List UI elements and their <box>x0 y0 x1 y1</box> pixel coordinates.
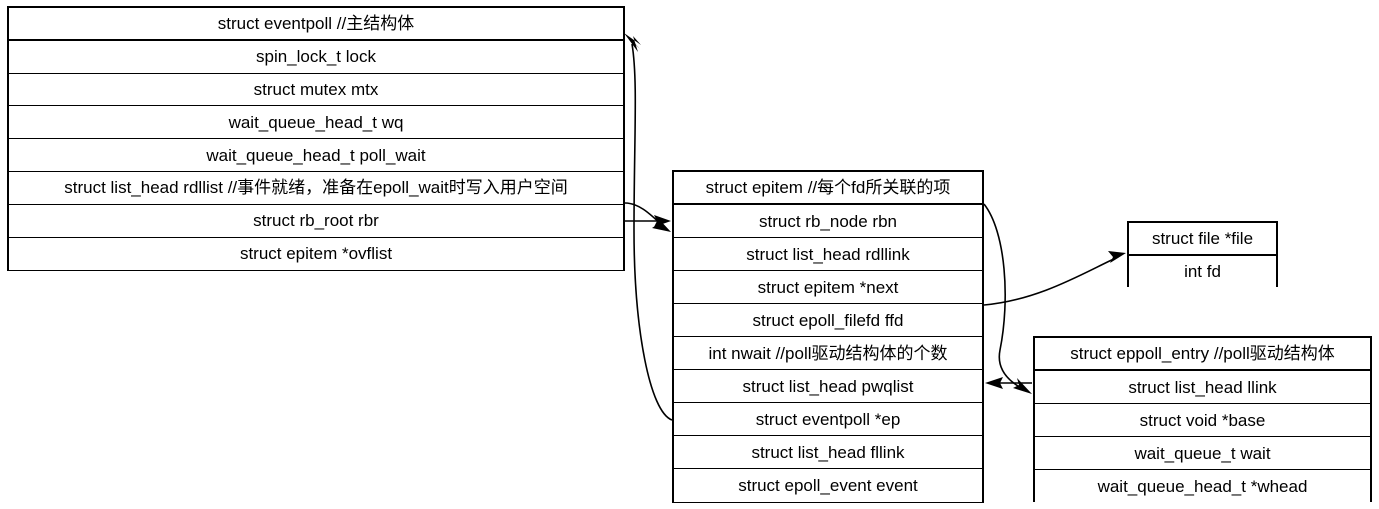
struct-field-epitem-4: int nwait //poll驱动结构体的个数 <box>674 337 982 370</box>
struct-field-eventpoll-4: struct list_head rdllist //事件就绪，准备在epoll… <box>9 171 623 205</box>
struct-header-eppoll-entry: struct eppoll_entry //poll驱动结构体 <box>1035 338 1370 371</box>
struct-box-eppoll-entry: struct eppoll_entry //poll驱动结构体 struct l… <box>1033 336 1372 503</box>
struct-box-epitem: struct epitem //每个fd所关联的项 struct rb_node… <box>672 170 984 503</box>
struct-field-file-0: int fd <box>1129 255 1276 288</box>
struct-field-eventpoll-1: struct mutex mtx <box>9 73 623 107</box>
connector-rdllist-to-rdllink-icon <box>624 202 671 232</box>
struct-field-epitem-3: struct epoll_filefd ffd <box>674 304 982 337</box>
struct-field-eppoll-entry-0: struct list_head llink <box>1035 371 1370 404</box>
connector-eppoll-to-pwqlist-icon <box>985 377 1032 389</box>
connector-rbr-to-rbn-icon <box>625 215 671 227</box>
struct-field-eppoll-entry-2: wait_queue_t wait <box>1035 437 1370 470</box>
struct-field-epitem-7: struct list_head fllink <box>674 436 982 469</box>
connector-epitem-to-eppoll-icon <box>983 203 1032 394</box>
struct-field-eventpoll-0: spin_lock_t lock <box>9 40 623 74</box>
struct-field-epitem-1: struct list_head rdllink <box>674 238 982 271</box>
struct-field-epitem-5: struct list_head pwqlist <box>674 370 982 403</box>
struct-field-epitem-6: struct eventpoll *ep <box>674 403 982 436</box>
connector-ep-to-eventpoll-icon <box>624 33 673 421</box>
struct-box-eventpoll: struct eventpoll //主结构体 spin_lock_t lock… <box>7 6 625 271</box>
struct-header-file: struct file *file <box>1129 223 1276 256</box>
connector-epitem-to-file-icon <box>983 251 1126 306</box>
struct-box-file: struct file *file int fd <box>1127 221 1278 288</box>
struct-field-eventpoll-2: wait_queue_head_t wq <box>9 106 623 140</box>
struct-header-epitem: struct epitem //每个fd所关联的项 <box>674 172 982 205</box>
struct-field-eppoll-entry-1: struct void *base <box>1035 404 1370 437</box>
struct-field-eventpoll-3: wait_queue_head_t poll_wait <box>9 139 623 172</box>
struct-field-epitem-0: struct rb_node rbn <box>674 205 982 238</box>
struct-header-eventpoll: struct eventpoll //主结构体 <box>9 8 623 41</box>
struct-field-eppoll-entry-3: wait_queue_head_t *whead <box>1035 470 1370 503</box>
struct-field-eventpoll-6: struct epitem *ovflist <box>9 237 623 271</box>
struct-field-epitem-8: struct epoll_event event <box>674 469 982 502</box>
struct-field-eventpoll-5: struct rb_root rbr <box>9 204 623 238</box>
struct-field-epitem-2: struct epitem *next <box>674 271 982 304</box>
